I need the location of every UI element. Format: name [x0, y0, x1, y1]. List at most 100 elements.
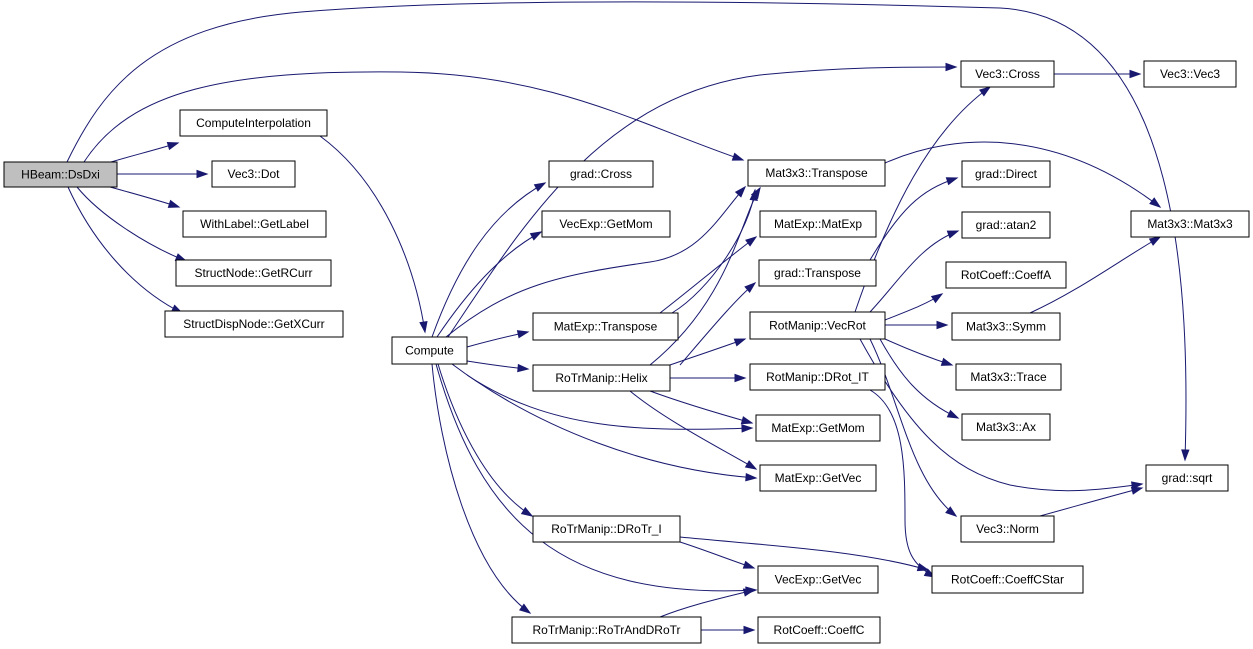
edge-arrowhead — [742, 588, 756, 597]
node-box — [511, 616, 702, 644]
edge-n16-to-n24 — [869, 230, 960, 313]
edge-line — [679, 541, 755, 569]
node-vecexp-getvec[interactable]: VecExp::GetVec — [757, 565, 879, 594]
edge-arrowhead — [167, 199, 181, 208]
edge-arrowhead — [529, 231, 543, 241]
node-label: Mat3x3::Transpose — [765, 166, 868, 180]
node-compute[interactable]: Compute — [391, 336, 468, 365]
edge-n13-to-n32 — [884, 141, 1162, 208]
node-vec3-cross[interactable]: Vec3::Cross — [960, 60, 1055, 88]
edge-arrowhead — [743, 625, 756, 635]
node-mat3x3-mat3x3[interactable]: Mat3x3::Mat3x3 — [1130, 210, 1250, 238]
edge-line — [649, 187, 761, 366]
node-grad-cross[interactable]: grad::Cross — [548, 160, 654, 188]
node-rotcoeff-coeffa[interactable]: RotCoeff::CoeffA — [945, 261, 1067, 289]
node-rotcoeff-coeffc[interactable]: RotCoeff::CoeffC — [757, 616, 881, 644]
edge-arrowhead — [745, 473, 758, 482]
edge-n0-to-n3 — [109, 186, 181, 208]
node-label: RotManip::VecRot — [769, 319, 866, 333]
edge-n6-to-n19 — [451, 363, 758, 482]
node-rotrmanip-rotranddrotr[interactable]: RoTrManip::RoTrAndDRoTr — [511, 616, 702, 644]
edge-arrowhead — [1149, 197, 1162, 208]
node-label: MatExp::GetMom — [771, 421, 864, 435]
node-hbeam-dsdxi[interactable]: HBeam::DsDxi — [3, 161, 118, 188]
node-grad-sqrt[interactable]: grad::sqrt — [1145, 464, 1229, 492]
edge-arrowhead — [945, 506, 958, 517]
node-label: MatExp::GetVec — [775, 471, 862, 485]
node-matexp-transpose[interactable]: MatExp::Transpose — [532, 312, 679, 341]
node-box — [759, 464, 877, 492]
node-mat3x3-transpose[interactable]: Mat3x3::Transpose — [747, 159, 886, 187]
node-label: grad::atan2 — [976, 218, 1037, 232]
edge-line — [659, 589, 755, 618]
node-box — [961, 160, 1051, 188]
node-label: Vec3::Cross — [975, 67, 1040, 81]
edge-arrowhead — [744, 282, 757, 294]
edge-n6-to-n20 — [435, 363, 758, 595]
node-box — [541, 210, 671, 238]
node-label: VecExp::GetMom — [559, 217, 652, 231]
edge-line — [67, 186, 183, 314]
edge-arrowhead — [734, 373, 747, 383]
edge-line — [879, 338, 959, 419]
edge-n10-to-n19 — [629, 390, 758, 470]
node-grad-direct[interactable]: grad::Direct — [961, 160, 1051, 188]
node-mat3x3-ax[interactable]: Mat3x3::Ax — [961, 413, 1051, 441]
node-rotcoeff-coeffcstar[interactable]: RotCoeff::CoeffCStar — [931, 565, 1084, 594]
node-matexp-getvec[interactable]: MatExp::GetVec — [759, 464, 877, 492]
node-box — [1143, 60, 1237, 88]
node-label: MatExp::Transpose — [554, 320, 658, 334]
node-box — [1145, 464, 1229, 492]
edge-line — [659, 236, 757, 314]
node-grad-atan2[interactable]: grad::atan2 — [961, 211, 1051, 239]
node-withlabel-getlabel[interactable]: WithLabel::GetLabel — [182, 210, 327, 238]
node-mat3x3-symm[interactable]: Mat3x3::Symm — [951, 312, 1061, 341]
edge-line — [466, 374, 753, 430]
node-matexp-getmom[interactable]: MatExp::GetMom — [755, 414, 881, 442]
edge-line — [109, 186, 180, 208]
edge-n6-to-n8 — [436, 231, 543, 338]
node-rotrmanip-drotr-i[interactable]: RoTrManip::DRoTr_I — [532, 515, 681, 543]
edge-line — [1029, 236, 1161, 314]
node-rotmanip-drot-it[interactable]: RotManip::DRot_IT — [749, 363, 886, 391]
node-label: RotManip::DRot_IT — [766, 370, 869, 384]
node-vec3-vec3[interactable]: Vec3::Vec3 — [1143, 60, 1237, 88]
edge-n10-to-n16 — [669, 338, 747, 366]
node-box — [749, 363, 886, 391]
node-label: grad::Cross — [570, 167, 632, 181]
node-label: RotCoeff::CoeffA — [961, 268, 1051, 282]
node-box — [182, 210, 327, 238]
edge-arrowhead — [744, 460, 758, 470]
node-label: Mat3x3::Trace — [970, 370, 1047, 384]
node-matexp-matexp[interactable]: MatExp::MatExp — [759, 210, 877, 238]
node-structnode-getrcurr[interactable]: StructNode::GetRCurr — [175, 259, 332, 287]
edge-n0-to-n1 — [110, 142, 180, 163]
node-vec3-dot[interactable]: Vec3::Dot — [211, 160, 296, 188]
node-grad-transpose[interactable]: grad::Transpose — [758, 259, 877, 287]
edge-n6-to-n22 — [447, 62, 958, 338]
node-rotrmanip-helix[interactable]: RoTrManip::Helix — [532, 364, 671, 392]
node-label: Mat3x3::Mat3x3 — [1147, 217, 1233, 231]
node-vecexp-getmom[interactable]: VecExp::GetMom — [541, 210, 671, 238]
node-structdispnode-getxcurr[interactable]: StructDispNode::GetXCurr — [164, 310, 344, 338]
node-vec3-norm[interactable]: Vec3::Norm — [960, 515, 1055, 543]
edge-n0-to-n33 — [66, 1, 1190, 462]
edge-line — [869, 177, 958, 261]
edge-n29-to-n33 — [1039, 486, 1144, 517]
node-label: StructNode::GetRCurr — [194, 266, 312, 280]
node-rotmanip-vecrot[interactable]: RotManip::VecRot — [749, 311, 886, 340]
edge-line — [436, 231, 542, 338]
edge-arrowhead — [166, 142, 180, 151]
node-label: Mat3x3::Ax — [976, 420, 1036, 434]
edge-arrowhead — [516, 330, 530, 339]
edge-arrowhead — [741, 424, 754, 433]
edge-arrowhead — [745, 236, 758, 247]
edge-arrowhead — [419, 320, 428, 334]
node-box — [955, 363, 1062, 391]
node-computeinterpolation[interactable]: ComputeInterpolation — [179, 109, 328, 137]
edge-line — [884, 338, 953, 366]
node-label: RotCoeff::CoeffCStar — [951, 573, 1064, 587]
edge-n6-to-n18 — [466, 374, 754, 433]
node-mat3x3-trace[interactable]: Mat3x3::Trace — [955, 363, 1062, 391]
edge-line — [1039, 487, 1143, 517]
